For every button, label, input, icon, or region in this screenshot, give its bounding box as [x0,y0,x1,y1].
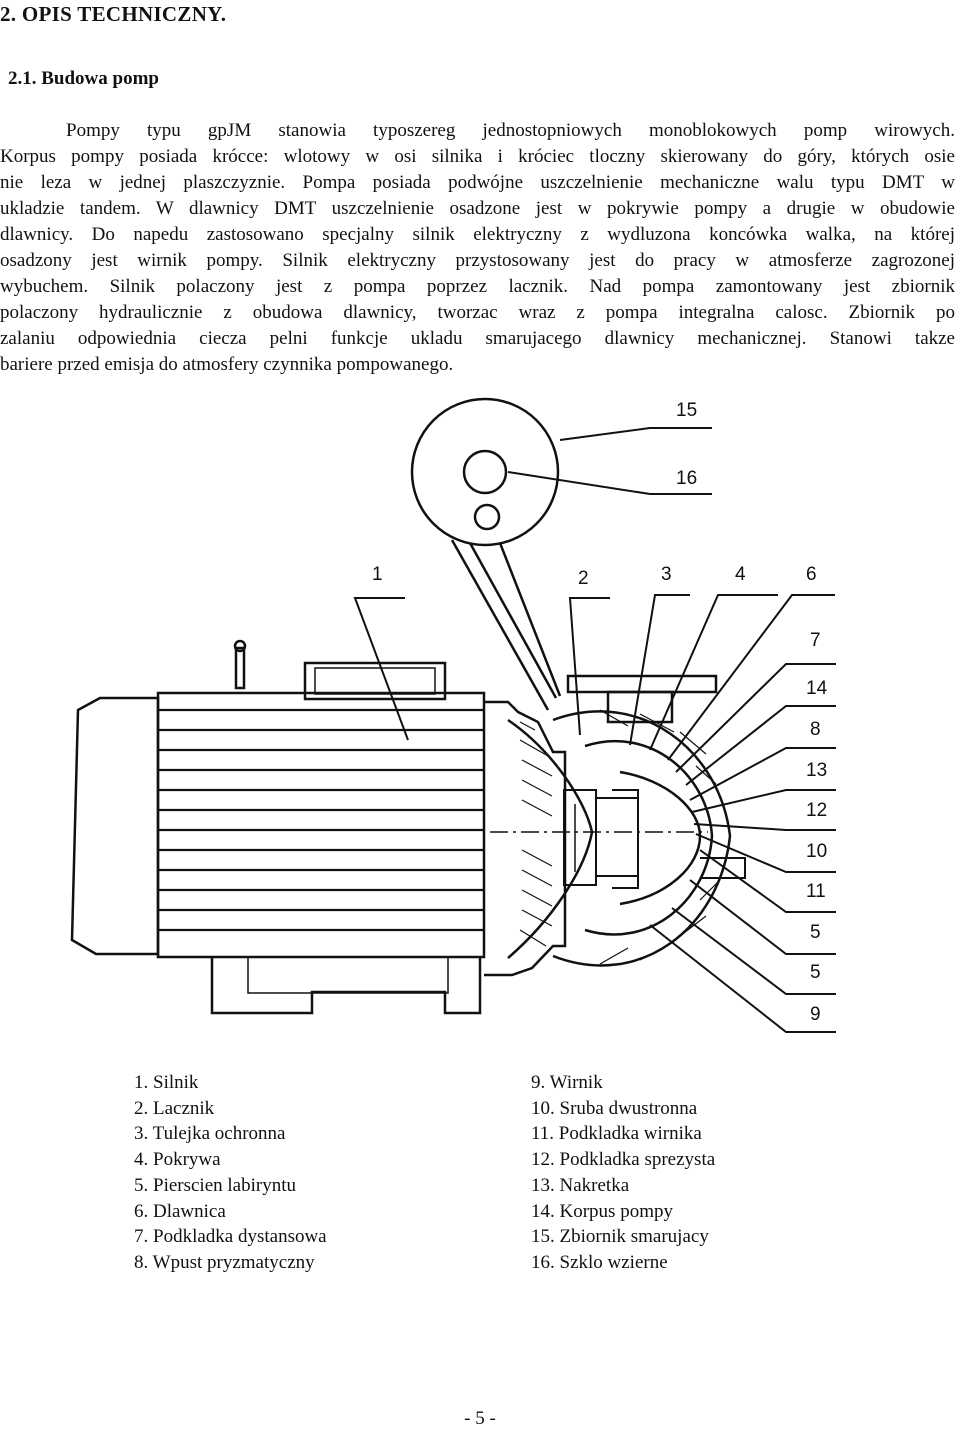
lubrication-tank-icon [410,397,560,547]
callout-3: 3 [661,564,672,585]
list-item: 6. Dlawnica [134,1200,226,1222]
callout-5a: 5 [810,922,821,943]
list-item: 7. Podkladka dystansowa [134,1226,327,1248]
list-item: 9. Wirnik [531,1072,603,1093]
paragraph-line: ukladzie tandem. W dlawnicy DMT uszczeln… [0,198,955,219]
list-item: 8. Wpust pryzmatyczny [134,1251,315,1273]
list-item: 13. Nakretka [531,1174,630,1196]
callout-11: 11 [806,881,826,902]
list-item: 15. Zbiornik smarujacy [531,1226,709,1248]
callout-10: 10 [806,841,827,862]
callout-16: 16 [676,468,697,489]
paragraph-line: polaczony hydraulicznie z obudowa dlawni… [0,302,955,323]
paragraph-line: dlawnicy. Do napedu zastosowano specjaln… [0,224,955,245]
list-item: 10. Sruba dwustronna [531,1097,698,1119]
callout-14: 14 [806,678,828,699]
callout-13: 13 [806,760,827,781]
callout-9: 9 [810,1004,821,1025]
list-item: 3. Tulejka ochronna [134,1123,286,1145]
paragraph-line: wybuchem. Silnik polaczony jest z pompa … [0,276,955,297]
cooling-fins-icon [158,708,484,932]
list-item: 16. Szklo wzierne [531,1251,668,1273]
motor-body-icon [156,691,486,959]
parts-list-right: 9. Wirnik 10. Sruba dwustronna 11. Podkl… [531,1070,715,1276]
section-heading: 2. OPIS TECHNICZNY. [0,2,227,26]
list-item: 11. Podkladka wirnika [531,1123,702,1145]
paragraph-line: nie leza w jednej plaszczyznie. Pompa po… [0,172,955,193]
motor-end-cap-icon [70,696,160,956]
subsection-heading: 2.1. Budowa pomp [8,68,159,89]
list-item: 4. Pokrywa [134,1149,221,1171]
callout-12: 12 [806,800,827,821]
paragraph-line: osadzony jest wirnik pompy. Silnik elekt… [0,250,955,271]
paragraph-line: Korpus pompy posiada krócce: wlotowy w o… [0,146,955,167]
pump-cross-section-drawing: 15 16 1 2 3 4 6 7 14 8 13 12 10 11 5 5 9 [0,380,960,1040]
paragraph-line: bariere przed emisja do atmosfery czynni… [0,354,454,375]
callout-1: 1 [372,564,383,585]
callout-6: 6 [806,564,817,585]
parts-list-left: 1. Silnik 2. Lacznik 3. Tulejka ochronna… [134,1070,327,1276]
paragraph-line: Pompy typu gpJM stanowia typoszereg jedn… [66,120,955,141]
list-item: 5. Pierscien labiryntu [134,1174,296,1196]
list-item: 1. Silnik [134,1072,199,1093]
sight-glass-icon [462,449,508,495]
intro-paragraph: Pompy typu gpJM stanowia typoszereg jedn… [0,118,955,378]
list-item: 2. Lacznik [134,1097,215,1119]
callout-15: 15 [676,400,697,421]
callout-7: 7 [810,630,821,651]
callout-4: 4 [735,564,746,585]
list-item: 12. Podkladka sprezysta [531,1149,716,1171]
page-number: - 5 - [464,1408,496,1429]
callout-5b: 5 [810,962,821,983]
callout-2: 2 [578,568,589,589]
paragraph-line: zalaniu odpowiednia ciecza pelni funkcje… [0,328,955,349]
list-item: 14. Korpus pompy [531,1200,673,1222]
callout-8: 8 [810,719,821,740]
